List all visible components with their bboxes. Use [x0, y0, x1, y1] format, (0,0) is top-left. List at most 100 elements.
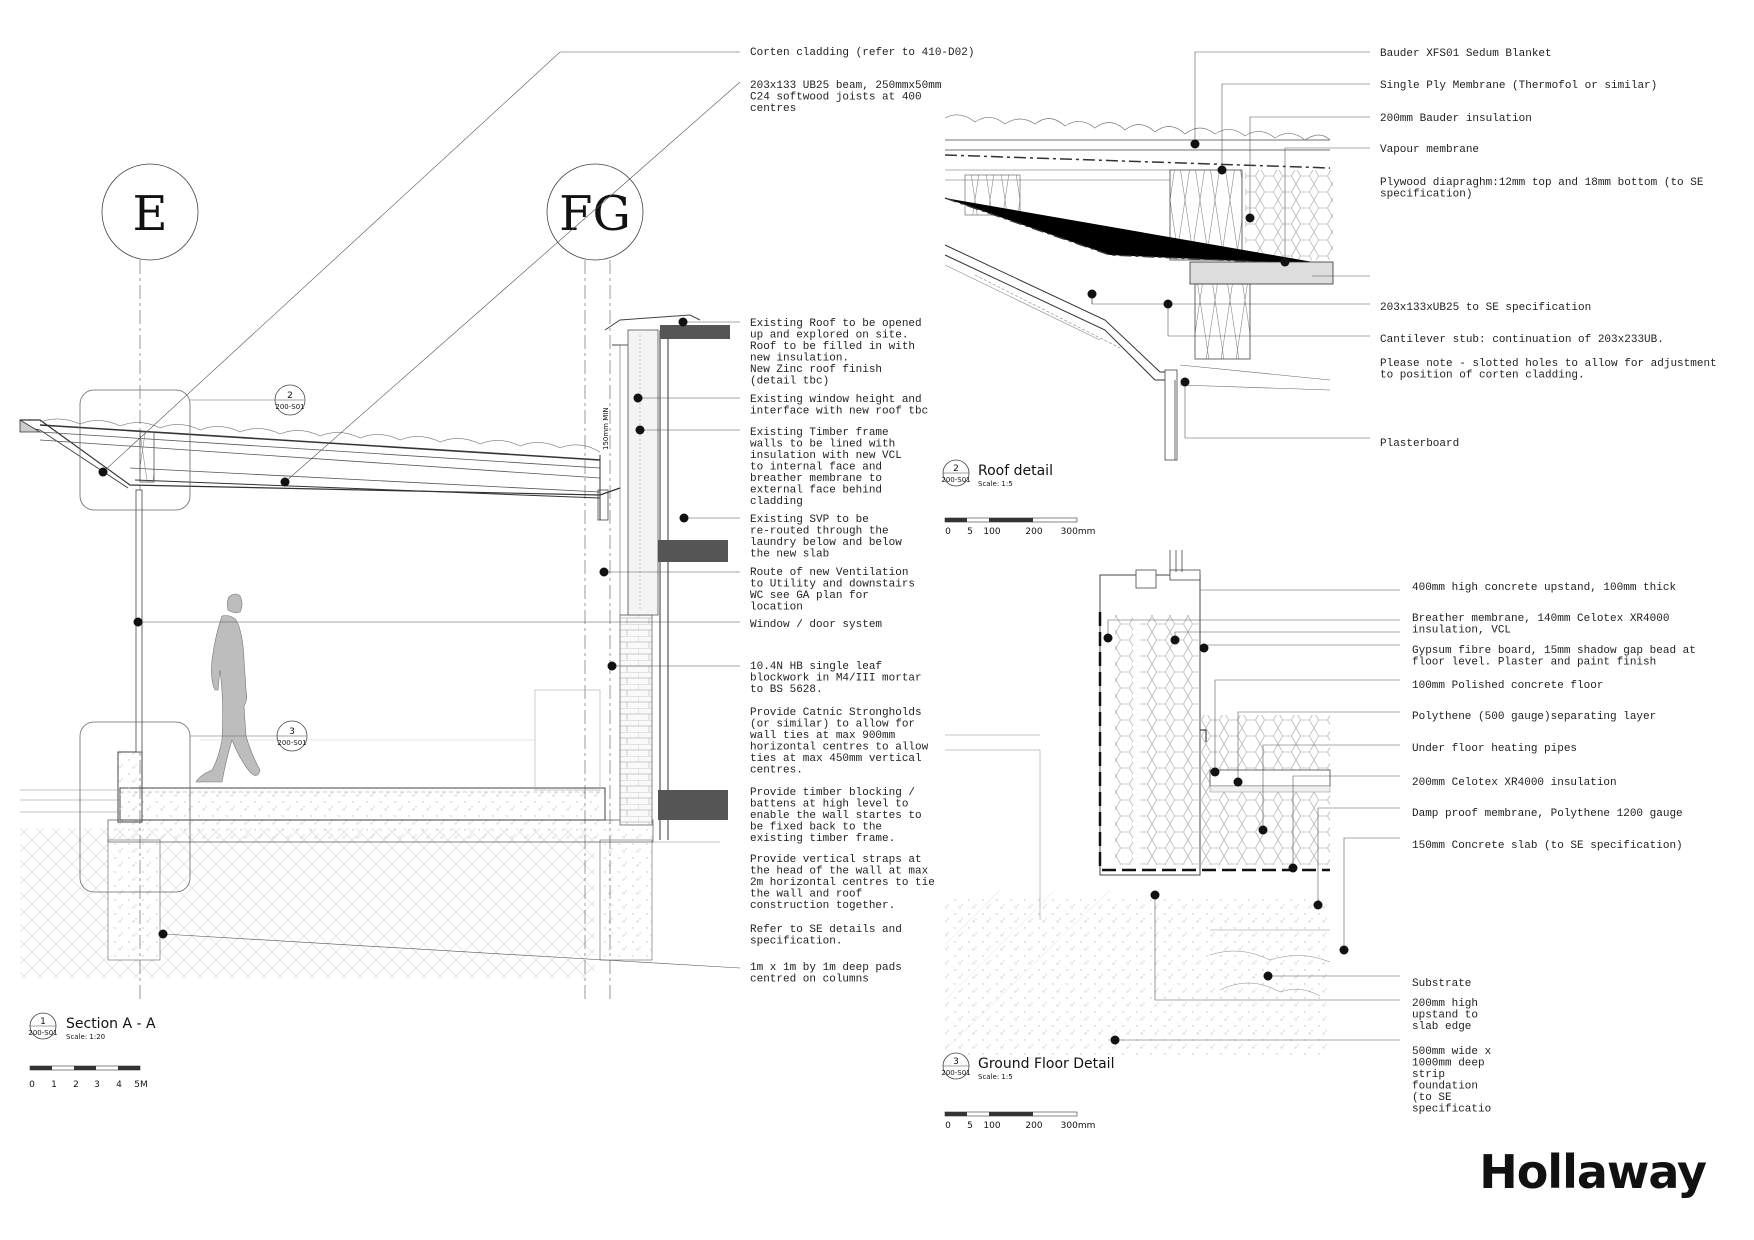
- grid-label-fg: FG: [559, 186, 631, 242]
- roof-soffit: [20, 419, 621, 496]
- gf-detail-note-9: 150mm Concrete slab (to SE specification…: [1412, 840, 1683, 852]
- roof-detail-note-7: Cantilever stub: continuation of 203x233…: [1380, 334, 1664, 346]
- roof-detail-scale-tick-1: 5: [967, 527, 973, 537]
- section-leader-dots: [98, 317, 689, 939]
- callout-2-ref: 200-S01: [275, 403, 304, 411]
- cladding-stub: [1164, 369, 1178, 461]
- gf-detail-sheet-ref: 200-S01: [941, 1069, 970, 1077]
- existing-roof: [660, 325, 730, 339]
- gf-detail-number: 3: [953, 1057, 959, 1067]
- existing-floor-lower: [658, 790, 728, 820]
- callout-2[interactable]: 2 200-S01: [274, 384, 306, 416]
- section-aa-drawing: E FG 2 200-S01: [19, 51, 741, 1000]
- beam-section: [139, 431, 155, 483]
- gf-detail-scale-tick-1: 5: [967, 1121, 973, 1131]
- gf-detail-scale: Scale: 1:5: [978, 1073, 1013, 1081]
- roof-leader-dots: [1087, 139, 1290, 387]
- callout-3-ref: 200-S01: [277, 739, 306, 747]
- existing-floor-upper: [658, 540, 728, 562]
- roof-detail-scale-tick-4: 300mm: [1061, 527, 1096, 537]
- detail-frame-2: [79, 389, 191, 511]
- roof-membrane: [944, 154, 1331, 169]
- gf-detail-scale-tick-0: 0: [945, 1121, 951, 1131]
- gf-detail-note-3: Gypsum fibre board, 15mm shadow gap bead…: [1412, 645, 1696, 669]
- roof-sedum: [944, 114, 1331, 141]
- gf-dpm: [1098, 612, 1330, 872]
- section-aa-note-8: Window / door system: [750, 619, 882, 631]
- roof-diaphragm: [1189, 261, 1334, 285]
- roof-detail-scale-tick-2: 100: [983, 527, 1000, 537]
- gf-wall-insulation: [1115, 615, 1133, 865]
- callout-3-number: 3: [289, 727, 295, 737]
- section-aa-scale-tick-1: 1: [51, 1080, 57, 1090]
- roof-detail-scale: Scale: 1:5: [978, 480, 1013, 488]
- ground-floor-title-block: 3 200-S01 Ground Floor Detail Scale: 1:5…: [941, 1052, 1114, 1131]
- section-aa-sheet-ref: 200-S01: [28, 1029, 57, 1037]
- sedum-layer: [39, 418, 601, 453]
- dimension-label: 150mm MIN: [602, 407, 610, 450]
- roof-detail-note-1: Bauder XFS01 Sedum Blanket: [1380, 48, 1552, 60]
- roof-detail-note-8: Please note - slotted holes to allow for…: [1380, 358, 1717, 382]
- section-aa-scale-tick-2: 2: [73, 1080, 79, 1090]
- roof-detail-drawing: [944, 51, 1370, 461]
- gf-detail-note-8: Damp proof membrane, Polythene 1200 gaug…: [1412, 808, 1683, 820]
- gf-leaders: [1107, 589, 1400, 1041]
- section-leaders: [102, 51, 741, 969]
- gf-detail-scalebar: [944, 1111, 1078, 1117]
- callout-3[interactable]: 3 200-S01: [276, 720, 308, 752]
- section-floor-build-up: [119, 787, 606, 821]
- gf-detail-scale-tick-2: 100: [983, 1121, 1000, 1131]
- section-aa-title: Section A - A: [66, 1016, 156, 1032]
- roof-vapour-line: [944, 197, 1331, 266]
- section-aa-note-11: Provide timber blocking /battens at high…: [750, 787, 922, 845]
- gf-detail-note-6: Under floor heating pipes: [1412, 743, 1577, 755]
- blockwork-wall: [619, 614, 653, 826]
- gf-floor-slab: [1209, 769, 1331, 787]
- section-aa-note-1: Corten cladding (refer to 410-D02): [750, 47, 974, 59]
- gf-detail-scale-tick-3: 200: [1025, 1121, 1042, 1131]
- gf-detail-note-5: Polythene (500 gauge)separating layer: [1412, 711, 1656, 723]
- roof-detail-note-5: Plywood diapraghm:12mm top and 18mm bott…: [1380, 177, 1704, 201]
- roof-detail-sheet-ref: 200-S01: [941, 476, 970, 484]
- gf-detail-title: Ground Floor Detail: [978, 1056, 1114, 1072]
- roof-detail-note-2: Single Ply Membrane (Thermofol or simila…: [1380, 80, 1657, 92]
- ground-floor-notes: 400mm high concrete upstand, 100mm thick…: [1412, 582, 1696, 1116]
- callout-2-number: 2: [287, 391, 293, 401]
- section-aa-notes: Corten cladding (refer to 410-D02) 203x13…: [750, 47, 974, 986]
- ground-floor-detail-drawing: [944, 550, 1400, 1055]
- gf-detail-note-4: 100mm Polished concrete floor: [1412, 680, 1603, 692]
- ub-section: [1194, 283, 1251, 360]
- roof-detail-title: Roof detail: [978, 463, 1053, 479]
- roof-detail-note-9: Plasterboard: [1380, 438, 1459, 450]
- section-aa-number: 1: [40, 1017, 46, 1027]
- section-aa-scale-tick-5: 5M: [134, 1080, 148, 1090]
- scale-figure: [195, 593, 261, 783]
- section-aa-scale-tick-4: 4: [116, 1080, 122, 1090]
- gf-detail-note-1: 400mm high concrete upstand, 100mm thick: [1412, 582, 1676, 594]
- section-aa-scale-tick-0: 0: [29, 1080, 35, 1090]
- section-aa-note-10: Provide Catnic Strongholds(or similar) t…: [750, 707, 929, 777]
- grid-label-e: E: [132, 186, 167, 242]
- roof-detail-scale-tick-0: 0: [945, 527, 951, 537]
- gf-leader-dots: [1103, 633, 1349, 1045]
- brand-logo: Hollaway: [1479, 1145, 1707, 1199]
- timber-frame-wall: [627, 329, 659, 616]
- roof-detail-note-6: 203x133xUB25 to SE specification: [1380, 302, 1591, 314]
- gf-detail-note-7: 200mm Celotex XR4000 insulation: [1412, 777, 1617, 789]
- gf-detail-note-10: Substrate: [1412, 978, 1471, 990]
